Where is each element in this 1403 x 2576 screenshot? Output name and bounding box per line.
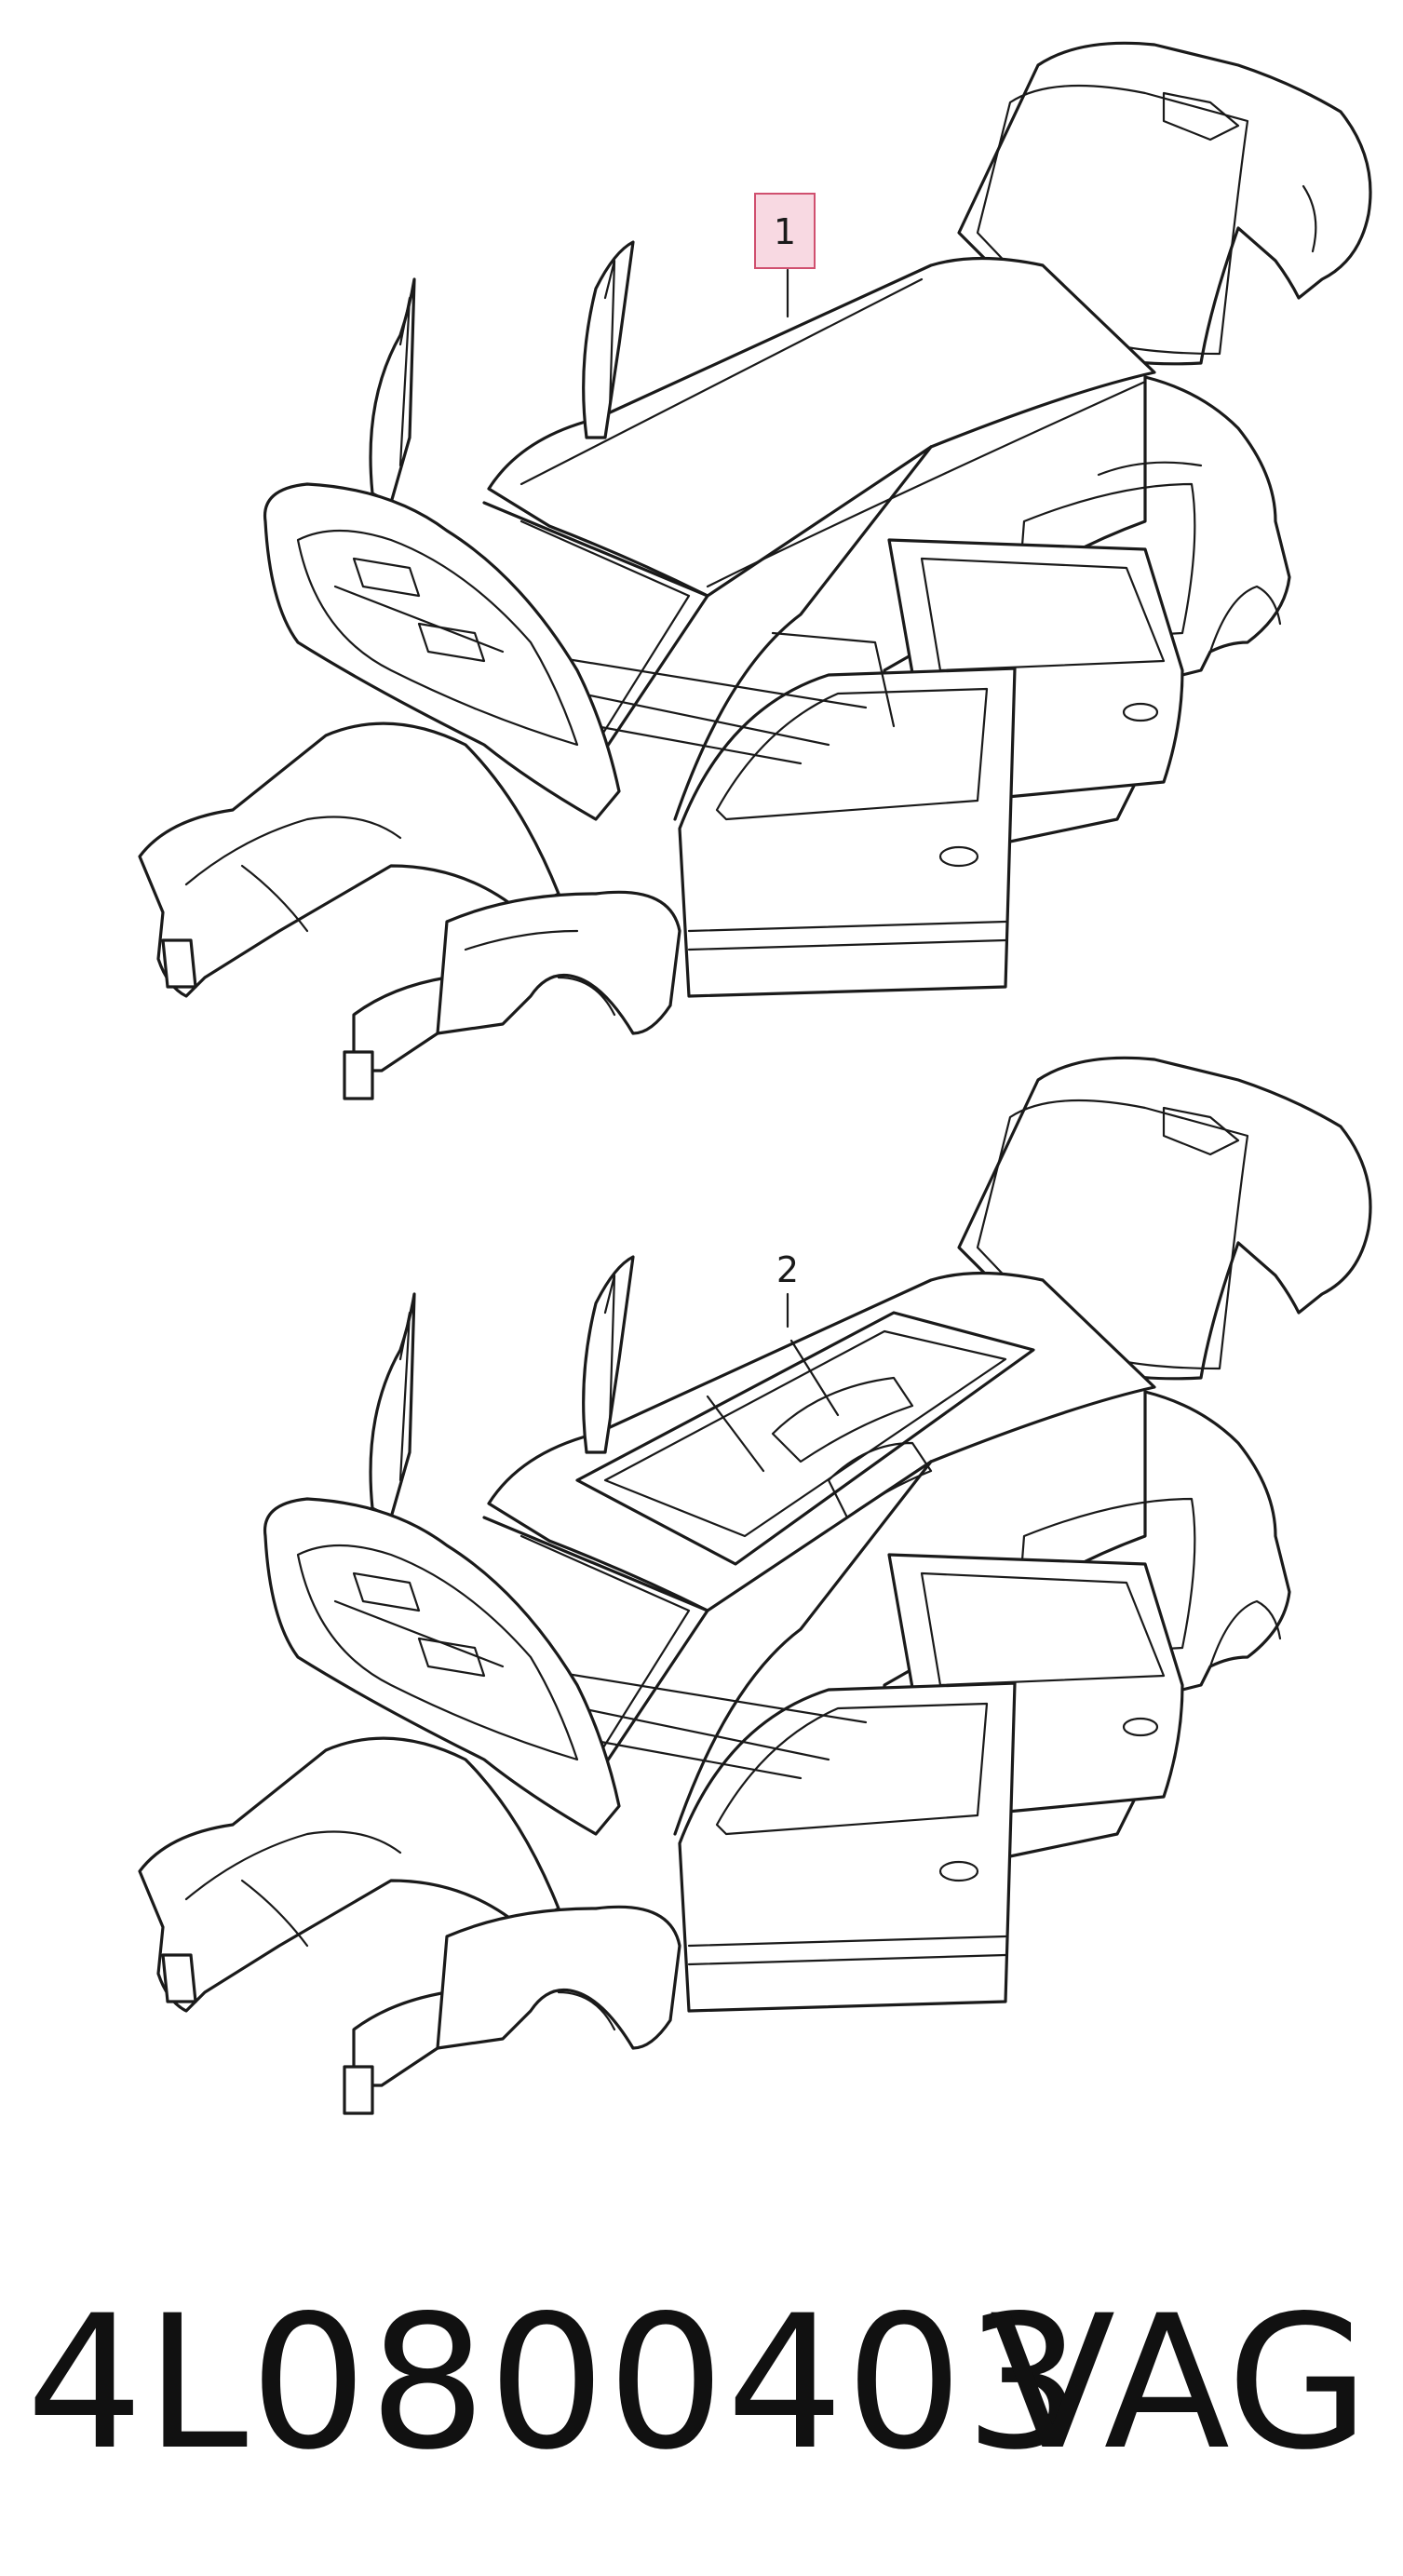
callout-1-highlight — [754, 193, 816, 269]
part-number: 4L0800403 — [26, 2275, 1085, 2490]
callout-1-label: 1 — [774, 211, 796, 252]
car-body-diagram-2: 2 — [0, 1043, 1403, 2160]
footer: 4L0800403 VAG — [0, 2253, 1403, 2514]
car-body-solid-roof-drawing: 1 — [138, 41, 1372, 1100]
car-body-diagram-1: 1 — [0, 0, 1403, 1117]
car-body-sunroof-drawing: 2 — [138, 1056, 1372, 2115]
callout-2-label: 2 — [776, 1249, 799, 1290]
brand-label: VAG — [989, 2275, 1369, 2490]
